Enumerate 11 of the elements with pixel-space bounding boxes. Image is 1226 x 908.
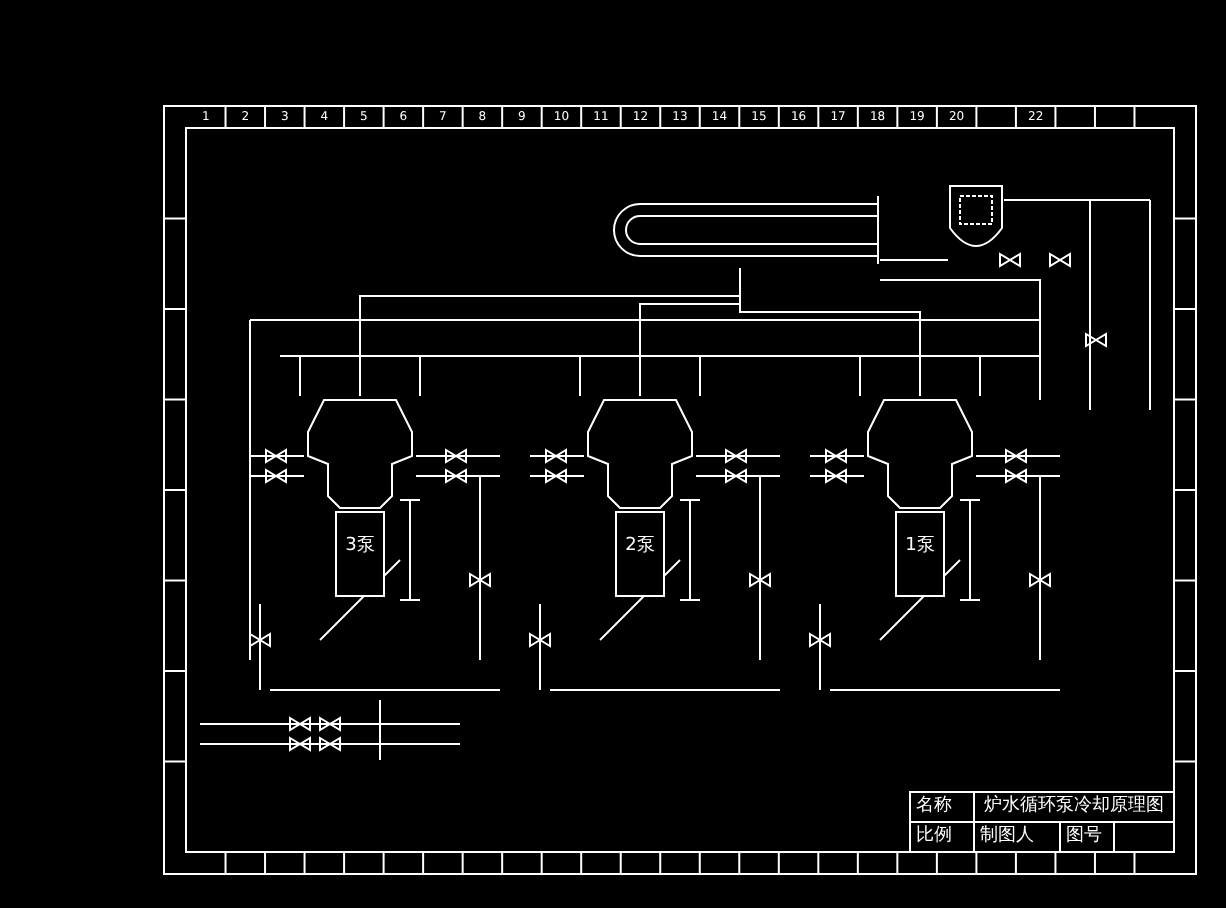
title-block-label: 图号 (1066, 826, 1102, 848)
pump-unit: 2泵 (580, 396, 700, 604)
pump-unit: 1泵 (860, 396, 980, 604)
pipe-line (739, 267, 921, 397)
title-block-label: 制图人 (980, 826, 1034, 848)
title-block-label: 名称 (916, 796, 952, 818)
drawing-title: 炉水循环泵冷却原理图 (984, 796, 1164, 818)
pump-unit: 3泵 (300, 396, 420, 604)
title-block-label: 比例 (916, 826, 952, 848)
tank (948, 184, 1004, 252)
pipe-line (879, 259, 949, 261)
